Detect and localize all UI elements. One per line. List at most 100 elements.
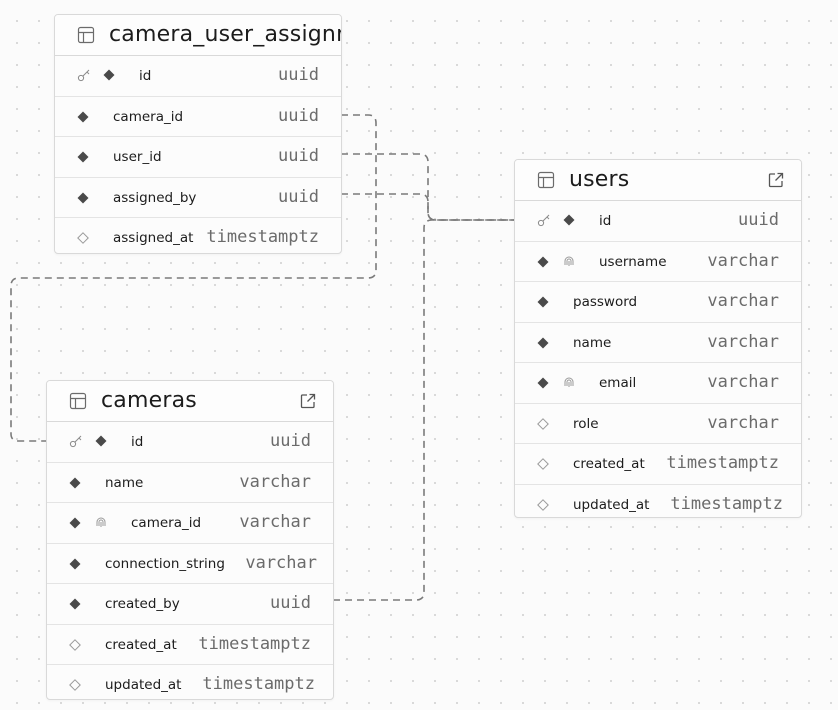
column-row-assigned-by[interactable]: assigned_by uuid bbox=[55, 176, 341, 218]
column-row-name[interactable]: name varchar bbox=[47, 461, 333, 503]
column-name: name bbox=[573, 334, 612, 351]
column-row-connection-string[interactable]: connection_string varchar bbox=[47, 542, 333, 584]
filled-diamond-icon bbox=[103, 69, 115, 81]
filled-diamond-icon bbox=[69, 477, 81, 489]
key-icon bbox=[77, 68, 90, 82]
table-header: camera_user_assignm bbox=[55, 15, 341, 56]
key-icon bbox=[69, 434, 82, 448]
column-row-camera-id[interactable]: camera_id uuid bbox=[55, 95, 341, 137]
column-type: varchar bbox=[245, 552, 317, 573]
column-type: timestamptz bbox=[202, 674, 315, 694]
table-camera-user-assignments[interactable]: camera_user_assignm id uuid camera_id uu… bbox=[54, 14, 342, 254]
column-type: uuid bbox=[738, 210, 779, 230]
table-icon bbox=[537, 171, 555, 189]
column-row-password[interactable]: password varchar bbox=[515, 281, 801, 322]
column-row-assigned-at[interactable]: assigned_at timestamptz bbox=[55, 217, 341, 253]
column-row-created-by[interactable]: created_by uuid bbox=[47, 583, 333, 624]
hollow-diamond-icon bbox=[537, 458, 549, 470]
fingerprint-icon bbox=[94, 515, 108, 529]
column-row-camera-id[interactable]: camera_id varchar bbox=[47, 502, 333, 543]
column-type: varchar bbox=[707, 250, 779, 271]
filled-diamond-icon bbox=[69, 598, 81, 610]
fingerprint-icon bbox=[562, 254, 576, 268]
filled-diamond-icon bbox=[563, 214, 575, 226]
column-name: name bbox=[105, 474, 144, 491]
hollow-diamond-icon bbox=[77, 232, 89, 244]
column-row-role[interactable]: role varchar bbox=[515, 402, 801, 444]
filled-diamond-icon bbox=[69, 517, 81, 529]
filled-diamond-icon bbox=[77, 192, 89, 204]
column-row-created-at[interactable]: created_at timestamptz bbox=[515, 443, 801, 484]
column-name: camera_id bbox=[131, 515, 202, 531]
table-name: cameras bbox=[101, 388, 197, 413]
edge-created-by-to-users-id bbox=[333, 219, 514, 601]
column-type: uuid bbox=[270, 431, 311, 451]
filled-diamond-icon bbox=[537, 296, 549, 308]
edge-assigned-by-to-users-id bbox=[341, 193, 514, 221]
column-row-updated-at[interactable]: updated_at timestamptz bbox=[47, 664, 333, 699]
column-name: email bbox=[599, 375, 637, 391]
column-type: varchar bbox=[707, 372, 779, 392]
column-name: assigned_by bbox=[113, 189, 197, 206]
column-row-id[interactable]: id uuid bbox=[47, 422, 333, 462]
external-link-icon[interactable] bbox=[299, 392, 317, 410]
column-type: uuid bbox=[278, 105, 319, 126]
column-row-updated-at[interactable]: updated_at timestamptz bbox=[515, 483, 801, 518]
column-name: assigned_at bbox=[113, 230, 194, 246]
hollow-diamond-icon bbox=[69, 679, 81, 691]
hollow-diamond-icon bbox=[537, 417, 549, 430]
column-row-username[interactable]: username varchar bbox=[515, 240, 801, 282]
table-icon bbox=[69, 392, 87, 410]
column-type: timestamptz bbox=[670, 493, 783, 514]
column-type: timestamptz bbox=[198, 633, 311, 654]
column-type: uuid bbox=[278, 146, 319, 166]
column-type: timestamptz bbox=[206, 227, 319, 247]
table-name: users bbox=[569, 167, 630, 192]
column-row-email[interactable]: email varchar bbox=[515, 362, 801, 403]
column-name: user_id bbox=[113, 149, 162, 165]
filled-diamond-icon bbox=[77, 151, 89, 163]
edge-user-id-to-users-id bbox=[341, 153, 514, 221]
filled-diamond-icon bbox=[69, 558, 81, 570]
filled-diamond-icon bbox=[95, 435, 107, 447]
table-header: users bbox=[515, 160, 801, 201]
table-icon bbox=[77, 26, 95, 44]
filled-diamond-icon bbox=[537, 337, 549, 349]
column-name: connection_string bbox=[105, 555, 225, 572]
column-type: uuid bbox=[270, 593, 311, 613]
filled-diamond-icon bbox=[77, 111, 89, 123]
column-name: role bbox=[573, 415, 599, 432]
column-row-id[interactable]: id uuid bbox=[515, 201, 801, 241]
column-type: varchar bbox=[707, 291, 779, 311]
table-header: cameras bbox=[47, 381, 333, 422]
external-link-icon[interactable] bbox=[767, 171, 785, 189]
column-row-user-id[interactable]: user_id uuid bbox=[55, 136, 341, 177]
column-type: timestamptz bbox=[666, 453, 779, 473]
column-type: uuid bbox=[278, 65, 319, 85]
column-type: varchar bbox=[239, 471, 311, 492]
column-name: updated_at bbox=[105, 677, 182, 693]
column-type: varchar bbox=[707, 331, 779, 352]
table-name: camera_user_assignm bbox=[109, 22, 342, 47]
column-name: password bbox=[573, 294, 638, 310]
column-name: camera_id bbox=[113, 108, 184, 125]
column-name: updated_at bbox=[573, 496, 650, 513]
column-name: created_at bbox=[105, 636, 177, 653]
key-icon bbox=[537, 213, 550, 227]
column-type: varchar bbox=[707, 412, 779, 433]
column-name: id bbox=[131, 434, 144, 450]
column-type: uuid bbox=[278, 186, 319, 207]
table-users[interactable]: users id uuid username varchar password … bbox=[514, 159, 802, 518]
column-row-name[interactable]: name varchar bbox=[515, 321, 801, 363]
table-cameras[interactable]: cameras id uuid name varchar camera_id v… bbox=[46, 380, 334, 700]
column-name: id bbox=[599, 213, 612, 229]
column-row-created-at[interactable]: created_at timestamptz bbox=[47, 623, 333, 665]
column-type: varchar bbox=[239, 512, 311, 532]
fingerprint-icon bbox=[562, 375, 576, 389]
filled-diamond-icon bbox=[537, 256, 549, 268]
column-row-id[interactable]: id uuid bbox=[55, 56, 341, 96]
column-name: created_at bbox=[573, 456, 645, 472]
filled-diamond-icon bbox=[537, 377, 549, 389]
hollow-diamond-icon bbox=[537, 498, 549, 511]
column-name: created_by bbox=[105, 596, 180, 612]
